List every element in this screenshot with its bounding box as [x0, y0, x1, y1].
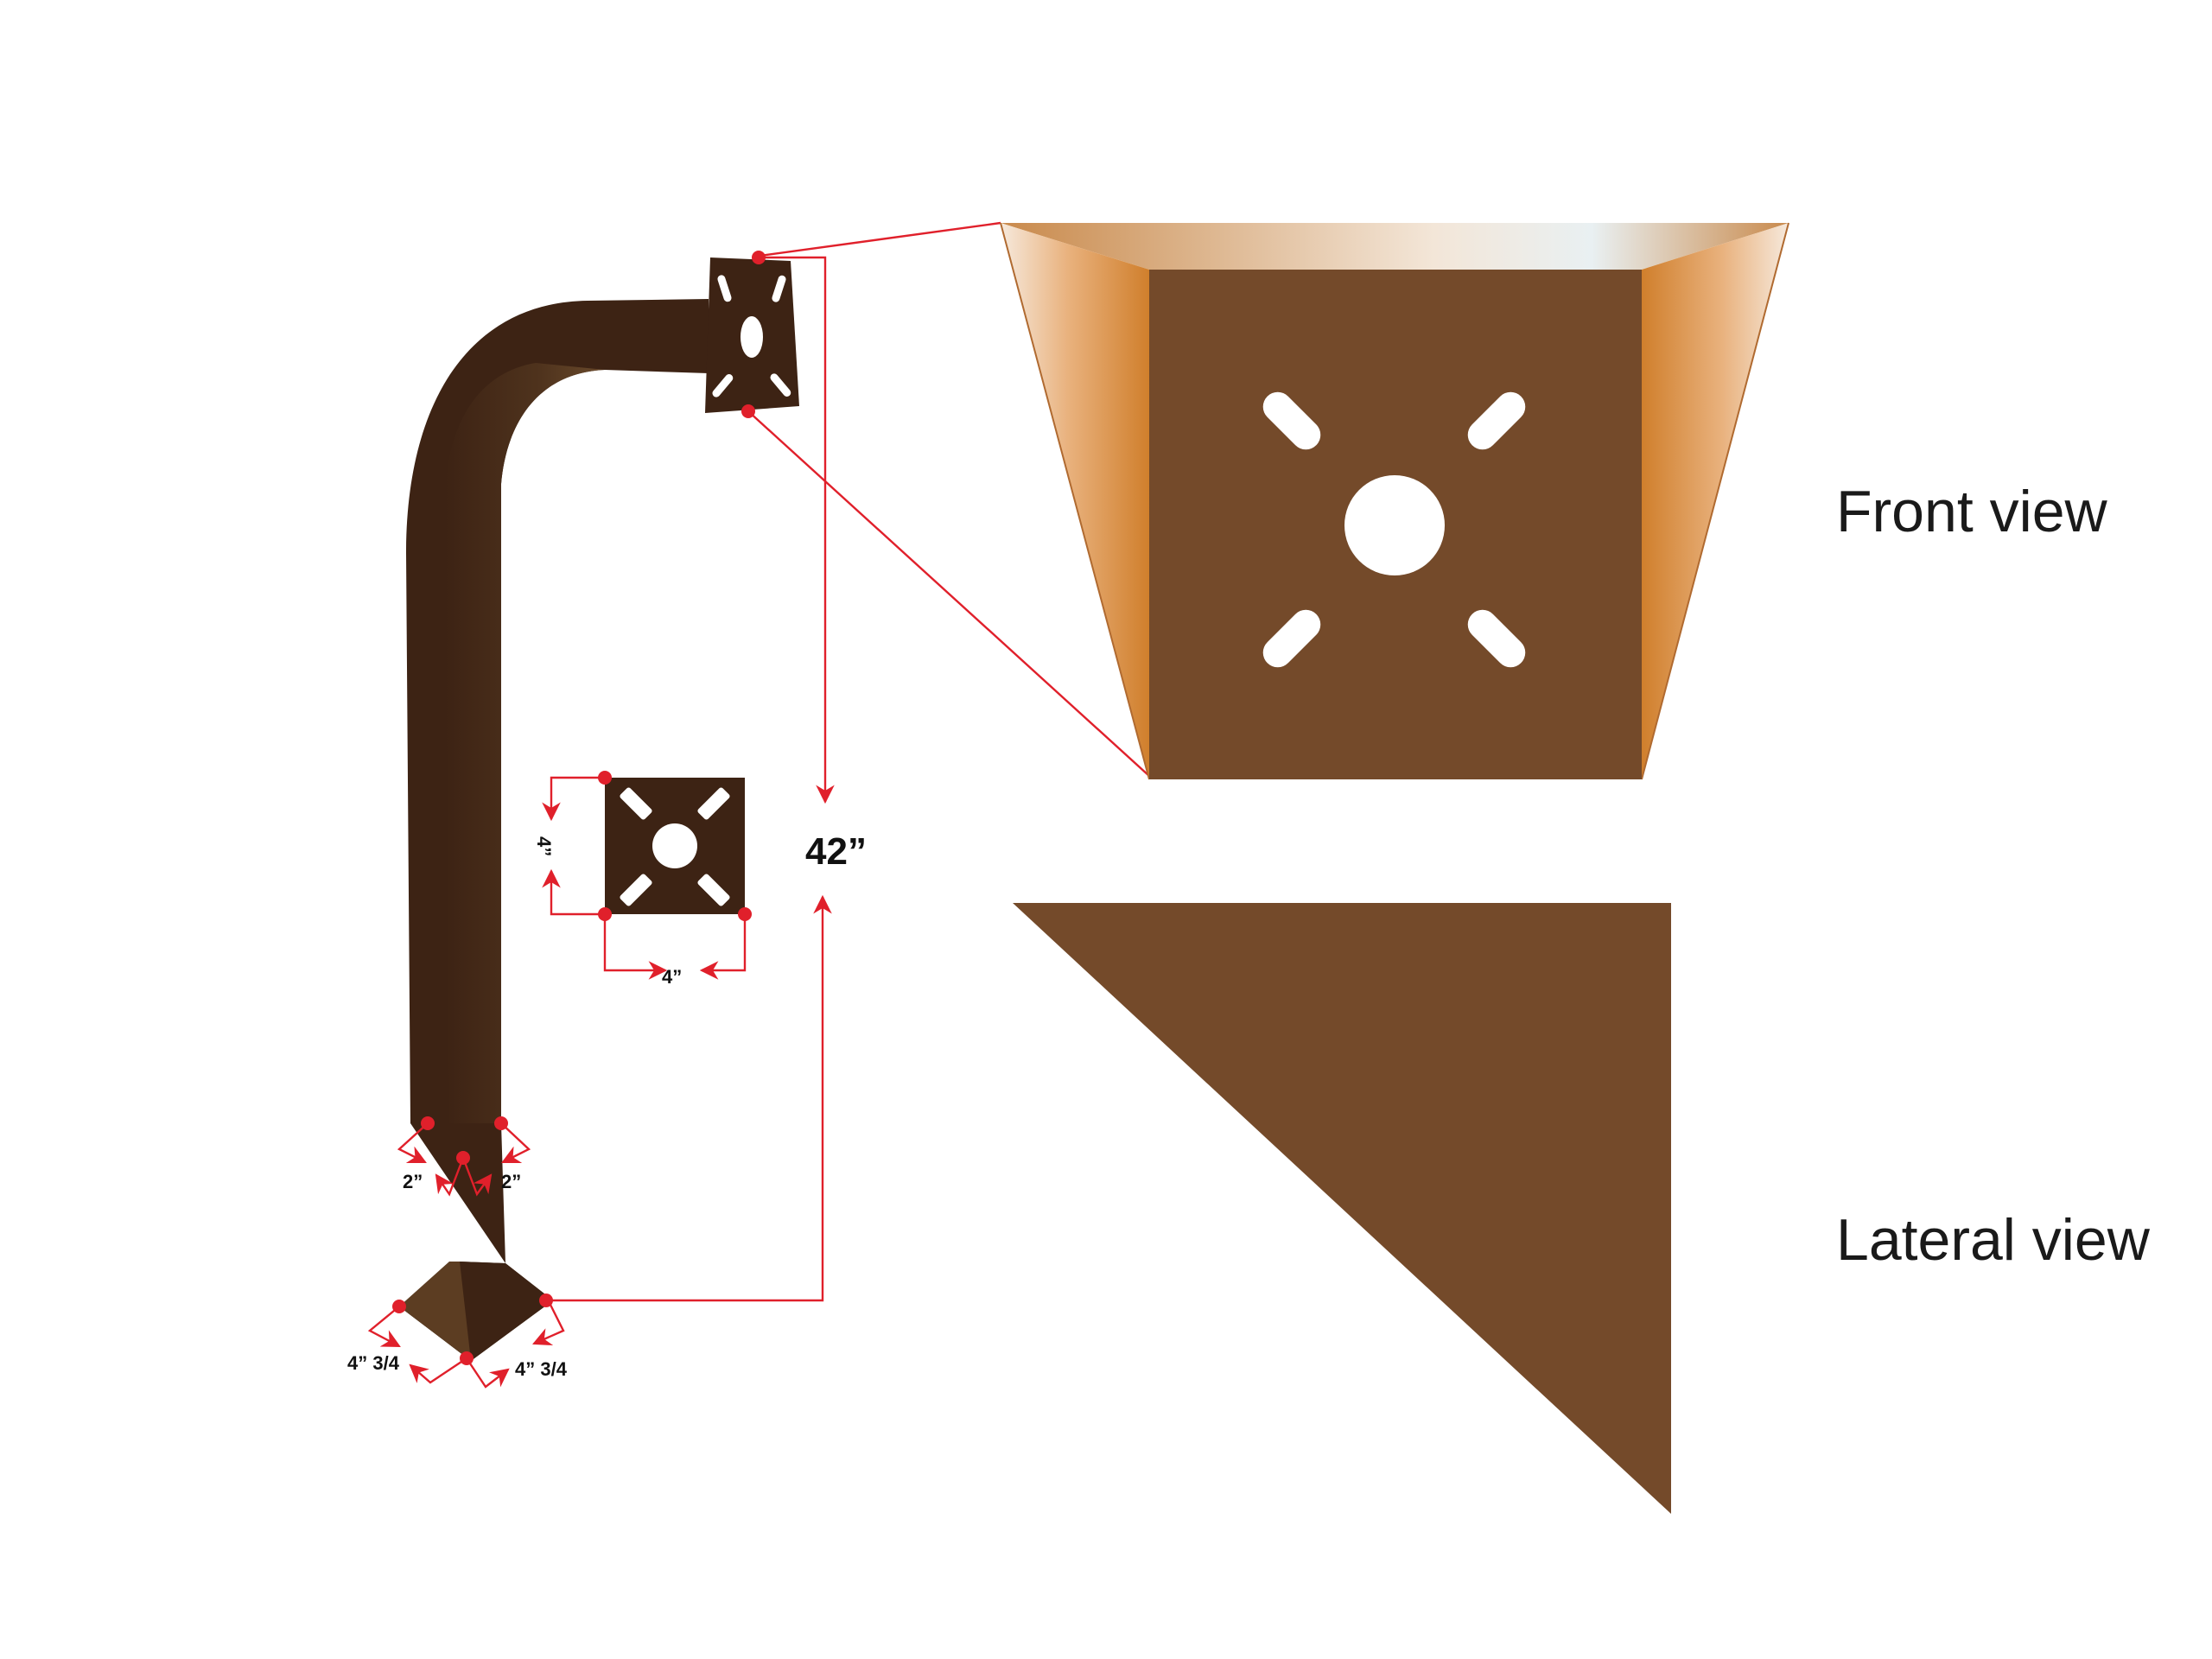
height-label: 42” — [805, 830, 867, 873]
measurement-points — [392, 251, 766, 1365]
front-center-hole — [1344, 475, 1445, 575]
post-width-dimension — [397, 1122, 531, 1197]
front-view-label: Front view — [1836, 479, 2108, 544]
plate-height-dimension — [542, 776, 605, 916]
zoom-line-top — [753, 221, 1001, 258]
front-bevel-top — [1001, 223, 1789, 270]
plate-center-hole — [741, 316, 763, 358]
plate-height-label: 4” — [533, 836, 555, 856]
front-slot — [1262, 391, 1321, 450]
front-slot — [1467, 391, 1526, 450]
lateral-view-label: Lateral view — [1836, 1207, 2151, 1273]
front-slot — [1262, 609, 1321, 668]
gooseneck-post — [399, 299, 709, 1361]
front-slot — [1467, 609, 1526, 668]
plate-width-label: 4” — [662, 966, 682, 988]
base-width-dimension — [367, 1302, 565, 1389]
zoom-line-bottom — [747, 410, 1150, 777]
post-base-bevel — [399, 1262, 471, 1361]
post-highlight-face — [445, 363, 605, 1123]
plate-slot — [770, 373, 791, 397]
plate-slot — [712, 374, 734, 397]
post-left-width-label: 2” — [403, 1171, 423, 1192]
base-right-width-label: 4” 3/4 — [515, 1358, 568, 1380]
small-plate-detail — [605, 778, 745, 914]
plate-slot — [717, 275, 732, 302]
base-left-width-label: 4” 3/4 — [347, 1352, 400, 1374]
post-base-flare — [399, 1123, 553, 1361]
post-right-width-label: 2” — [501, 1171, 521, 1192]
plate-slot — [772, 275, 786, 302]
lateral-view-plate — [1013, 903, 1671, 1514]
height-dimension — [546, 256, 835, 1302]
small-plate-hole — [652, 823, 697, 868]
plate-width-dimension — [603, 914, 747, 980]
top-mounting-plate — [705, 257, 799, 413]
front-view-plate — [1000, 222, 1789, 780]
